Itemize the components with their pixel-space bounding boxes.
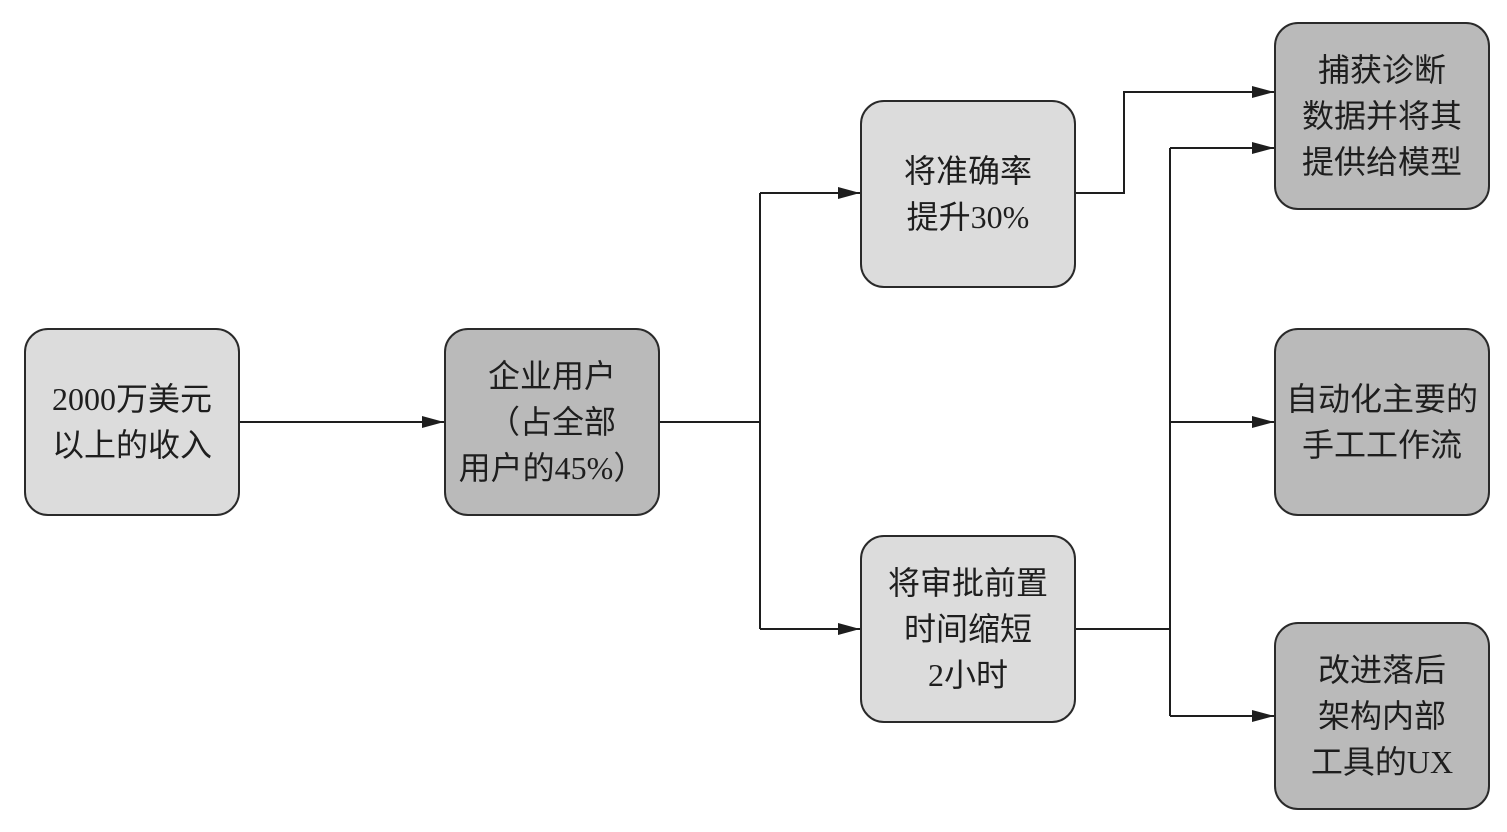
node-enterprise-users: 企业用户 （占全部 用户的45%）	[444, 328, 660, 516]
node-approval: 将审批前置 时间缩短 2小时	[860, 535, 1076, 723]
node-approval-line-1: 将审批前置	[887, 565, 1048, 601]
edge-accuracy-to-diagnostic	[1076, 86, 1274, 194]
node-ux-line-2: 架构内部	[1317, 698, 1446, 734]
node-revenue: 2000万美元 以上的收入	[24, 328, 240, 516]
node-revenue-line-1: 2000万美元	[51, 381, 212, 417]
node-accuracy-line-2: 提升30%	[906, 199, 1030, 235]
node-ux: 改进落后 架构内部 工具的UX	[1274, 622, 1490, 810]
node-enterprise-users-line-2: （占全部	[487, 404, 616, 440]
node-diagnostic-line-3: 提供给模型	[1301, 144, 1462, 180]
node-enterprise-users-line-1: 企业用户	[487, 358, 616, 394]
node-approval-line-3: 2小时	[927, 657, 1008, 693]
node-accuracy: 将准确率 提升30%	[860, 100, 1076, 288]
node-ux-line-3: 工具的UX	[1310, 744, 1454, 780]
node-ux-line-1: 改进落后	[1317, 652, 1446, 688]
node-diagnostic-line-1: 捕获诊断	[1317, 52, 1446, 88]
node-diagnostic: 捕获诊断 数据并将其 提供给模型	[1274, 22, 1490, 210]
node-diagnostic-line-2: 数据并将其	[1301, 98, 1462, 134]
node-accuracy-line-1: 将准确率	[903, 153, 1032, 189]
node-automate-line-1: 自动化主要的	[1285, 381, 1478, 417]
node-automate: 自动化主要的 手工工作流	[1274, 328, 1490, 516]
node-revenue-line-2: 以上的收入	[51, 427, 212, 463]
node-automate-line-2: 手工工作流	[1301, 427, 1462, 463]
node-approval-line-2: 时间缩短	[903, 611, 1032, 647]
node-enterprise-users-line-3: 用户的45%）	[458, 450, 646, 486]
